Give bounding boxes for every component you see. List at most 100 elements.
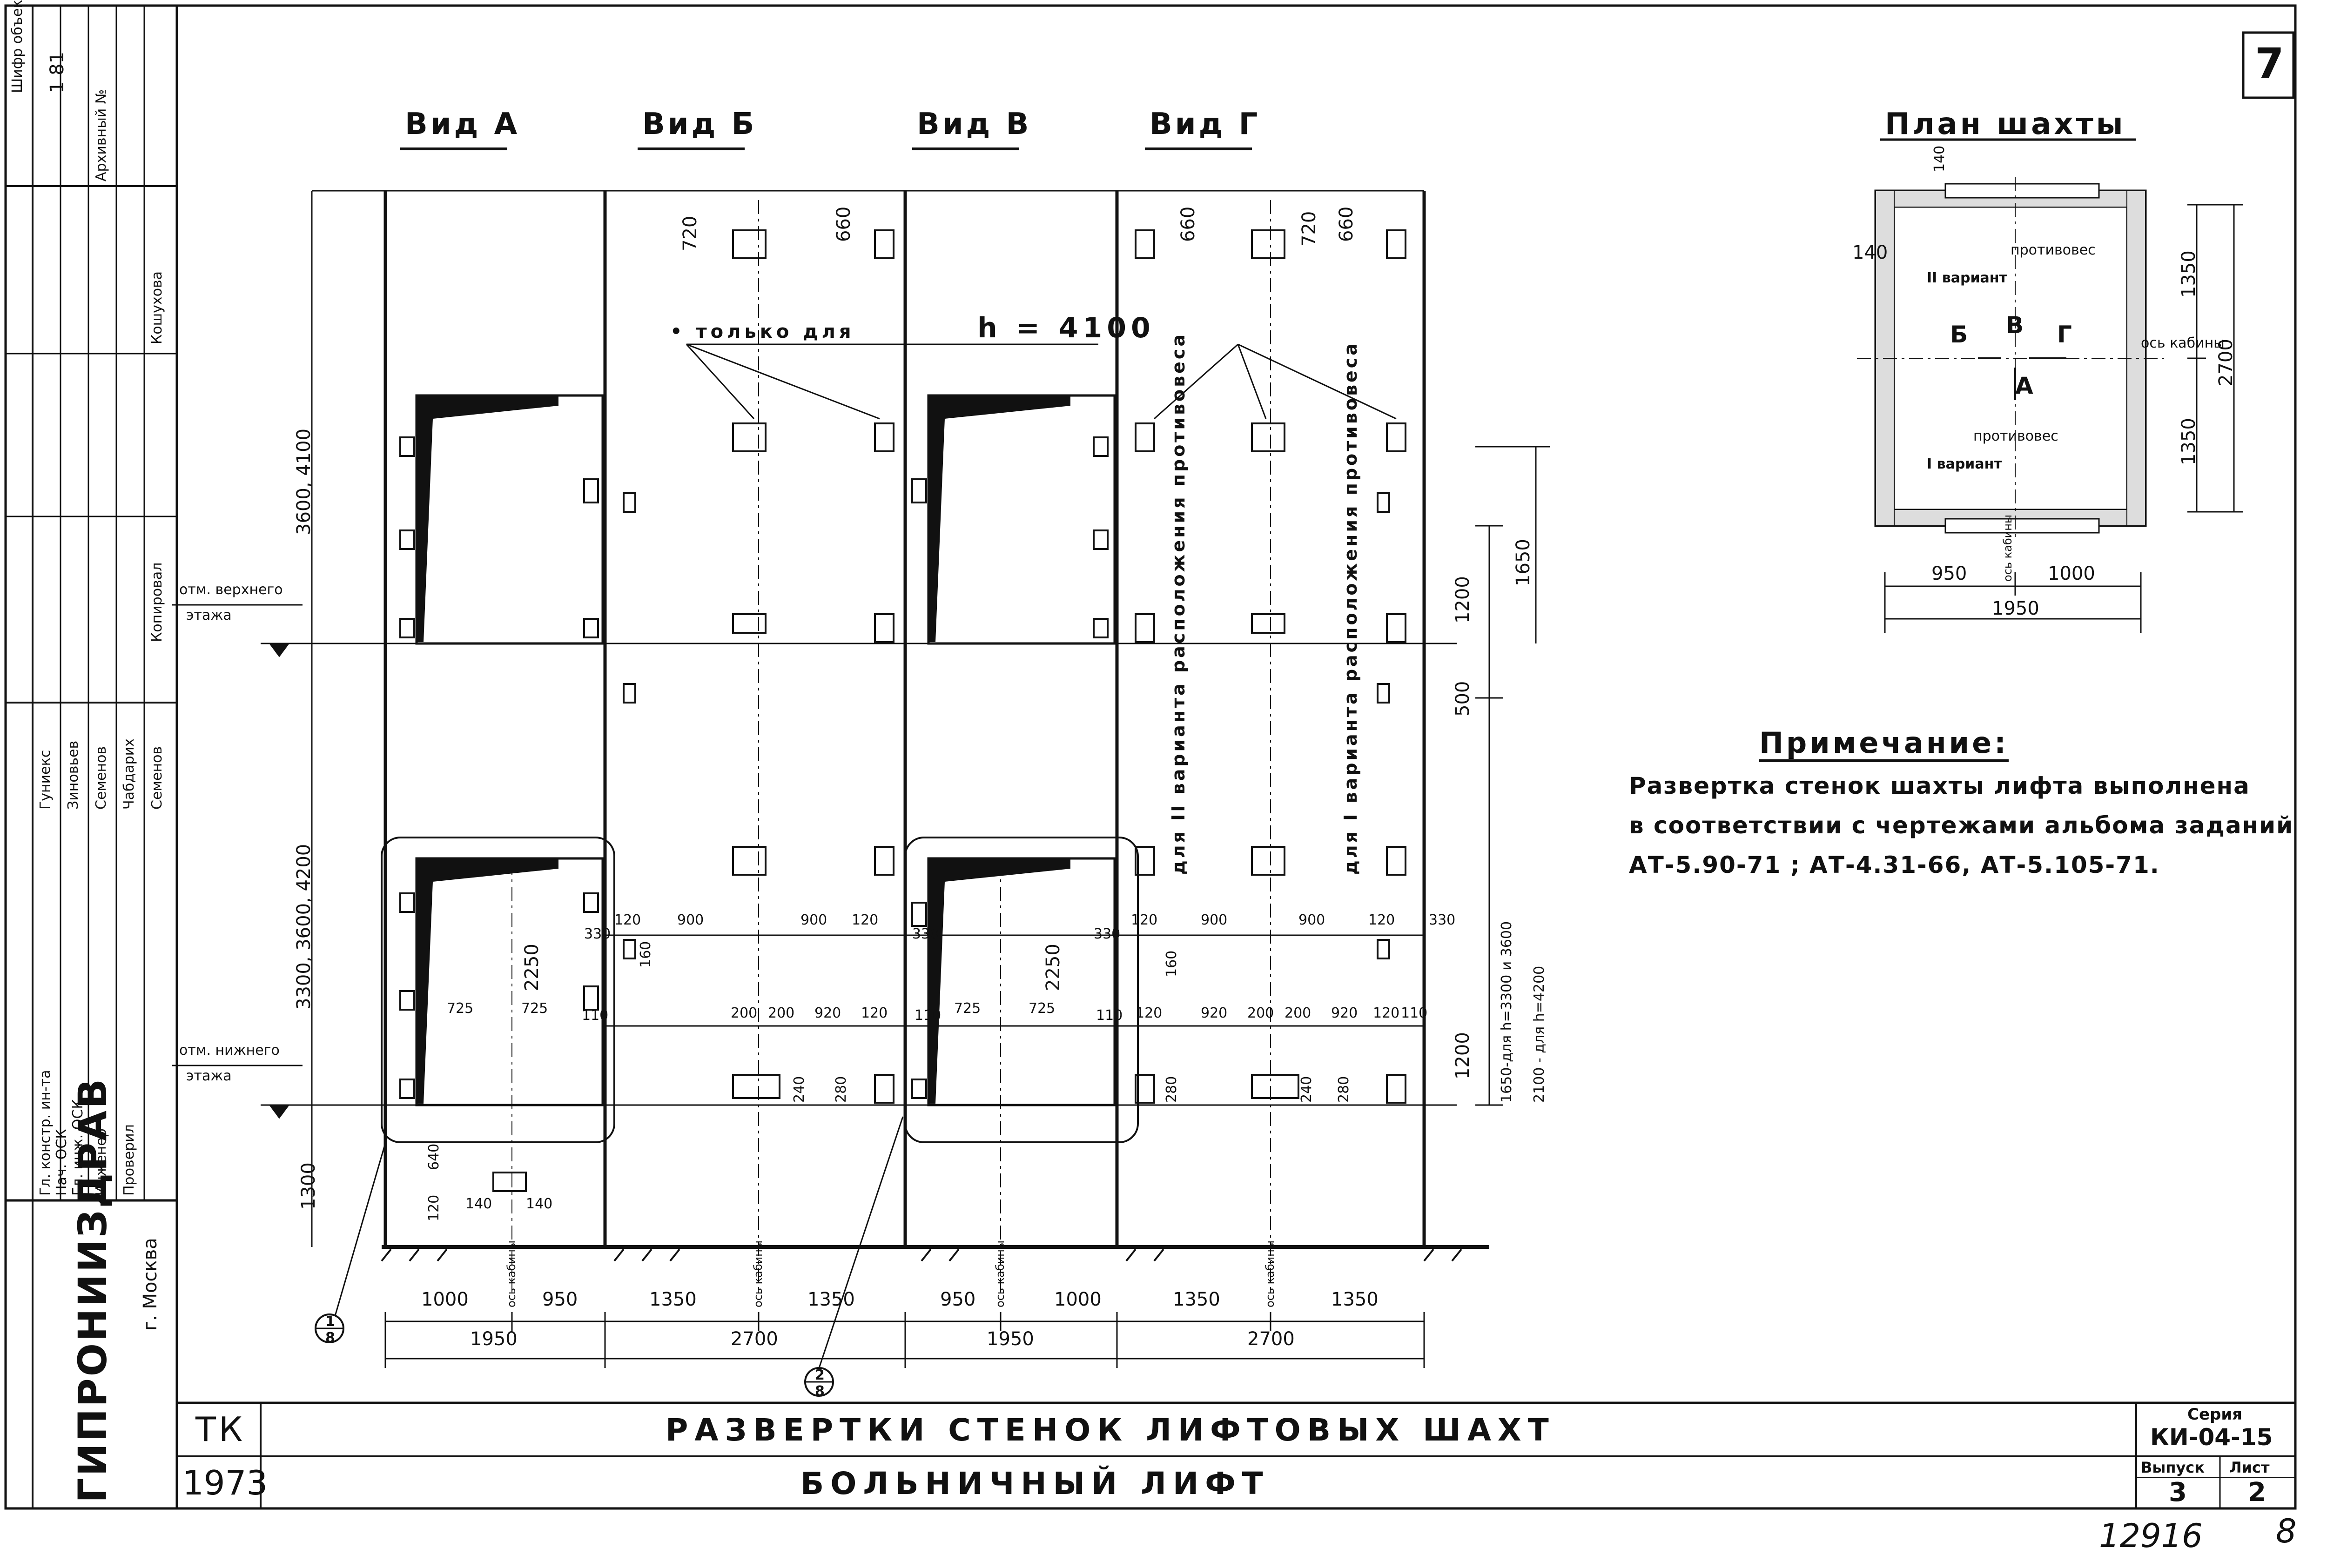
stamp-name-4: Чабдарих <box>121 738 137 810</box>
stamp-archive: Архивный № <box>93 89 109 181</box>
callout-1-bottom: 8 <box>325 1330 335 1346</box>
bdim-3: 1350 <box>649 1289 697 1310</box>
only-for-label: • только для <box>670 321 855 342</box>
dim-110b: 110 <box>915 1007 942 1024</box>
dim-120b: 120 <box>852 912 879 928</box>
plan-axis-bottom: ось кабины <box>2001 515 2014 582</box>
dim-500: 500 <box>1452 681 1473 717</box>
bdim-7: 1350 <box>1173 1289 1220 1310</box>
callout-2-bottom: 8 <box>815 1383 825 1400</box>
btotal-4: 2700 <box>1247 1328 1295 1350</box>
tb-series-label: Серия <box>2187 1405 2243 1424</box>
callout-1-top: 1 <box>325 1313 335 1330</box>
footer-page: 8 <box>2276 1512 2297 1550</box>
note-line-3: АТ-5.90-71 ; АТ-4.31-66, АТ-5.105-71. <box>1629 851 2160 878</box>
dim-r2-7: 200 <box>1247 1005 1274 1021</box>
btotal-2: 2700 <box>731 1328 778 1350</box>
plan-dim-1000: 1000 <box>2048 563 2095 584</box>
dim-720-g: 720 <box>1298 211 1320 247</box>
sheet-number-box <box>2242 31 2295 99</box>
dim-330b: 330 <box>912 926 939 942</box>
note-title: Примечание: <box>1759 726 2009 760</box>
dim-120e: 120 <box>426 1194 442 1221</box>
tb-line-1: РАЗВЕРТКИ СТЕНОК ЛИФТОВЫХ ШАХТ <box>666 1412 1555 1448</box>
upper-floor-label: отм. верхнего <box>179 582 283 598</box>
axis-label-a: ось кабины <box>505 1240 518 1307</box>
dim-280b: 280 <box>1164 1076 1180 1103</box>
variant-2-label: для II варианта расположения противовеса <box>1168 332 1189 875</box>
dim-2250b: 2250 <box>1042 944 1064 991</box>
dim-pit: 1300 <box>298 1162 319 1210</box>
stamp-name-5: Семенов <box>149 746 165 810</box>
dim-330: 330 <box>1429 912 1456 928</box>
dim-160a: 160 <box>638 941 654 968</box>
dim-725d: 725 <box>1029 1000 1056 1017</box>
dim-note-a: 1650-для h=3300 и 3600 <box>1499 921 1515 1103</box>
note-line-1: Развертка стенок шахты лифта выполнена <box>1629 772 2250 799</box>
view-a-title: Вид А <box>405 107 520 141</box>
tb-tk: ТК <box>195 1410 246 1449</box>
dim-900a: 900 <box>677 912 704 928</box>
dim-280c: 280 <box>1336 1076 1352 1103</box>
dim-1200b: 1200 <box>1452 1032 1473 1079</box>
plan-counterweight-1: противовес <box>1973 428 2058 444</box>
dim-r2-11: 110 <box>1401 1005 1428 1021</box>
dim-r2-1: 200 <box>731 1005 758 1021</box>
plan-a: А <box>2015 372 2033 399</box>
h-value: h = 4100 <box>977 312 1155 344</box>
bdim-2: 950 <box>542 1289 578 1310</box>
dim-120c: 120 <box>1131 912 1158 928</box>
dim-r2-5: 120 <box>1136 1005 1163 1021</box>
plan-g: Г <box>2057 321 2072 348</box>
dim-110c: 110 <box>1096 1007 1123 1024</box>
tb-series: КИ-04-15 <box>2150 1424 2273 1451</box>
outer-border <box>4 4 2297 1510</box>
plan-dim-1950: 1950 <box>1992 598 2039 619</box>
stamp-name-3: Семенов <box>93 746 109 810</box>
plan-v: В <box>2006 312 2024 339</box>
lower-floor-label: отм. нижнего <box>179 1042 280 1059</box>
axis-label-v: ось кабины <box>994 1240 1007 1307</box>
plan-dim-140-top: 140 <box>1931 145 1948 172</box>
dim-240a: 240 <box>791 1076 807 1103</box>
bdim-4: 1350 <box>807 1289 855 1310</box>
plan-dim-950: 950 <box>1931 563 1967 584</box>
dim-660-g2: 660 <box>1336 206 1357 242</box>
tb-year: 1973 <box>182 1463 268 1502</box>
axis-label-g: ось кабины <box>1264 1240 1277 1307</box>
dim-725c: 725 <box>954 1000 981 1017</box>
footer-code: 12916 <box>2099 1517 2203 1555</box>
dim-1650: 1650 <box>1513 539 1534 586</box>
plan-dim-140-left: 140 <box>1852 242 1888 263</box>
dim-140b: 140 <box>526 1196 553 1212</box>
plan-b: Б <box>1950 321 1968 348</box>
dim-r2-3: 920 <box>814 1005 841 1021</box>
plan-title: План шахты <box>1885 107 2126 141</box>
view-v-title: Вид В <box>917 107 1032 141</box>
dim-900d: 900 <box>1298 912 1325 928</box>
dim-120d: 120 <box>1368 912 1395 928</box>
btotal-3: 1950 <box>987 1328 1034 1350</box>
plan-variant-1: I вариант <box>1927 456 2002 472</box>
dim-240b: 240 <box>1298 1076 1315 1103</box>
dim-lower-heights: 3300, 3600, 4200 <box>293 844 315 1010</box>
dim-900b: 900 <box>800 912 827 928</box>
stamp-role-1: Гл. констр. ин-та <box>37 1070 54 1196</box>
dim-2250a: 2250 <box>521 944 543 991</box>
plan-variant-2: II вариант <box>1927 270 2007 286</box>
stamp-role-4: Инженер <box>93 1128 109 1196</box>
dim-r2-8: 200 <box>1285 1005 1311 1021</box>
bdim-6: 1000 <box>1054 1289 1102 1310</box>
dim-r2-9: 920 <box>1331 1005 1358 1021</box>
stamp-role-3: Гл. инж. ОСК <box>70 1099 86 1196</box>
stamp-shifr-val: 1 81 <box>47 51 68 93</box>
dim-280a: 280 <box>833 1076 849 1103</box>
view-b-title: Вид Б <box>642 107 757 141</box>
stamp-role-5: Проверил <box>121 1124 137 1196</box>
dim-330a: 330 <box>584 926 611 942</box>
axis-label-b: ось кабины <box>752 1240 765 1307</box>
lower-floor-label-2: этажа <box>186 1068 232 1084</box>
variant-1-label: для I варианта расположения противовеса <box>1340 341 1361 875</box>
dim-r2-2: 200 <box>768 1005 795 1021</box>
